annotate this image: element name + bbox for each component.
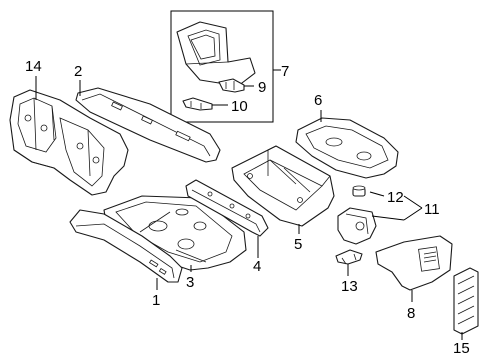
part-7-seat-pan [176,21,256,87]
callout-9: 9 [258,79,266,96]
part-9-bracket [218,78,245,93]
callout-4: 4 [253,258,261,275]
callout-2: 2 [74,63,82,80]
callout-5: 5 [294,236,302,253]
part-1-side-sill [69,209,183,283]
callout-10: 10 [231,98,248,115]
part-10-clip [182,97,213,111]
part-5-rear-floor [231,145,335,227]
part-12-nut [352,185,366,197]
part-15-vent [453,267,479,335]
part-11-bracket [337,207,377,245]
leader-lines [35,69,463,340]
part-14-rear-panel [9,89,129,196]
part-13-clip [335,249,363,265]
inset-box [170,10,274,123]
part-4-tunnel [185,179,269,237]
callout-1: 1 [152,292,160,309]
callout-8: 8 [407,305,415,322]
callout-3: 3 [186,274,194,291]
part-2-cross-member [75,87,221,163]
callout-6: 6 [314,92,322,109]
part-6-rear-pan [295,117,399,179]
callout-12: 12 [387,189,404,206]
callout-14: 14 [25,58,42,75]
callout-15: 15 [453,340,470,357]
callout-11: 11 [424,201,440,218]
part-8-quarter-panel [375,235,453,291]
callout-13: 13 [341,278,358,295]
callout-7: 7 [281,63,289,80]
